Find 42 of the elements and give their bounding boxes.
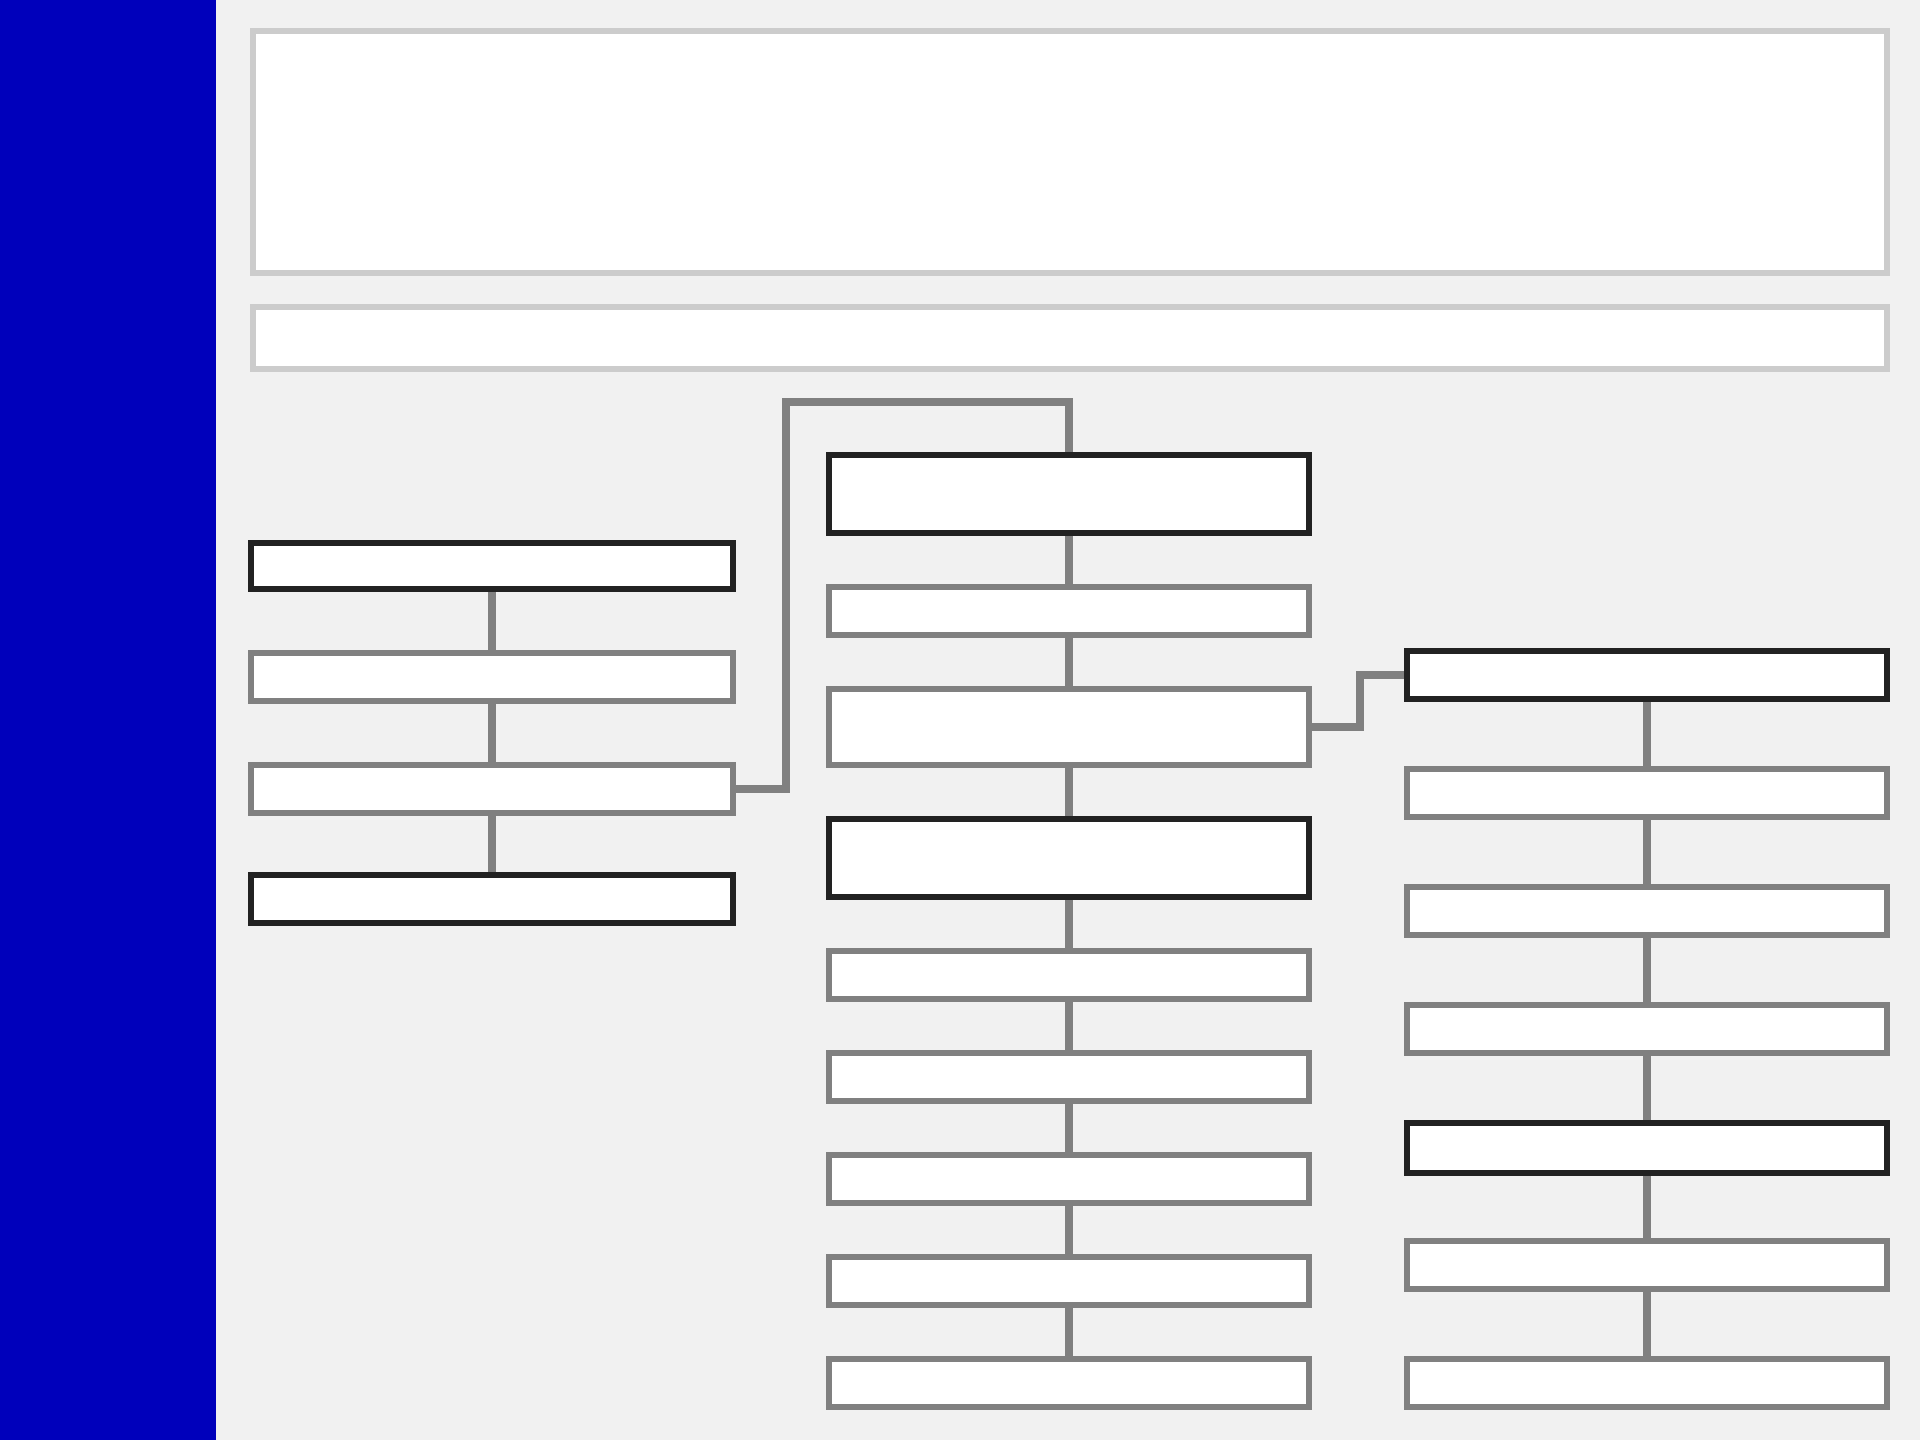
empty-box <box>1404 1002 1890 1056</box>
empty-box <box>826 584 1312 638</box>
empty-box <box>248 872 736 926</box>
connector-line <box>1643 1176 1651 1238</box>
empty-box <box>826 686 1312 768</box>
connector-line <box>1065 900 1073 948</box>
header-panel <box>250 304 1890 372</box>
empty-box <box>1404 648 1890 702</box>
empty-box <box>1404 884 1890 938</box>
connector-line <box>1643 1292 1651 1356</box>
header-panel <box>250 28 1890 276</box>
connector-line <box>1643 820 1651 884</box>
empty-box <box>248 650 736 704</box>
empty-box <box>1404 766 1890 820</box>
empty-box <box>826 1152 1312 1206</box>
connector-line <box>1065 1104 1073 1152</box>
connector-line <box>488 704 496 762</box>
connector-line <box>1065 768 1073 816</box>
connector-line <box>1312 671 1404 731</box>
connector-line <box>1643 702 1651 766</box>
connector-line <box>1643 938 1651 1002</box>
empty-box <box>248 540 736 592</box>
connector-line <box>736 398 1073 793</box>
connector-line <box>1065 1002 1073 1050</box>
connector-line <box>1065 1206 1073 1254</box>
empty-box <box>1404 1120 1890 1176</box>
empty-box <box>826 816 1312 900</box>
empty-box <box>826 1050 1312 1104</box>
connector-line <box>488 816 496 872</box>
empty-box <box>248 762 736 816</box>
connector-line <box>1065 1308 1073 1356</box>
empty-box <box>1404 1238 1890 1292</box>
empty-box <box>826 452 1312 536</box>
empty-box <box>826 1356 1312 1410</box>
sidebar-band <box>0 0 216 1440</box>
empty-box <box>1404 1356 1890 1410</box>
empty-box <box>826 948 1312 1002</box>
connector-line <box>1065 536 1073 584</box>
connector-line <box>1065 638 1073 686</box>
empty-box <box>826 1254 1312 1308</box>
connector-line <box>488 592 496 650</box>
connector-line <box>1643 1056 1651 1120</box>
